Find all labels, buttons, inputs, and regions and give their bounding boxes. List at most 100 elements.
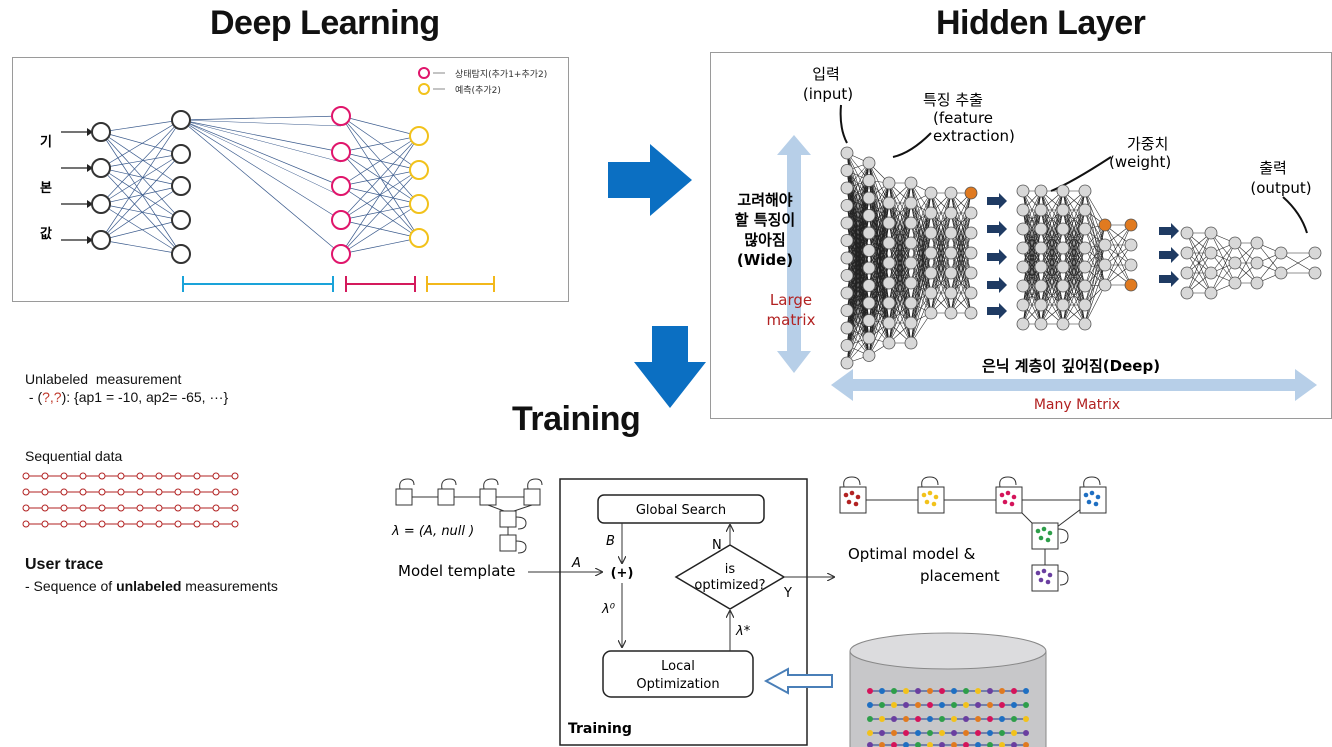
deep-learning-title: Deep Learning: [210, 4, 440, 42]
arrow-head: [87, 200, 93, 208]
sequence-point: [41, 520, 49, 528]
template-state: [437, 488, 455, 506]
local-label-1: Local: [661, 659, 695, 674]
db-point: [999, 742, 1005, 747]
Y-label: Y: [783, 586, 792, 601]
connection: [1084, 224, 1106, 306]
decision-label-2: optimized?: [694, 578, 765, 593]
db-point: [975, 730, 981, 736]
user-trace-desc: - Sequence of unlabeled measurements: [25, 578, 278, 594]
input-ko-label: 입력: [812, 65, 840, 83]
flow-arrow-icon: [987, 249, 1007, 265]
connection: [340, 135, 420, 187]
highlight-node: [1098, 218, 1112, 232]
neuron: [1056, 260, 1070, 274]
connection: [100, 131, 182, 221]
db-point: [927, 742, 933, 747]
neuron: [1034, 222, 1048, 236]
db-point: [915, 716, 921, 722]
self-loop: [1083, 476, 1101, 488]
neuron: [1098, 238, 1112, 252]
neuron: [924, 306, 938, 320]
connection: [1084, 284, 1106, 325]
connection: [340, 169, 420, 255]
db-point: [879, 702, 885, 708]
neuron: [1308, 246, 1322, 260]
sequence-point: [193, 488, 201, 496]
input-node: [91, 194, 111, 214]
weight-ko-label: 가중치: [1127, 135, 1168, 153]
db-point: [987, 702, 993, 708]
neuron: [1250, 256, 1264, 270]
hidden-layer-title: Hidden Layer: [936, 4, 1146, 42]
state-dot: [1002, 499, 1008, 505]
db-point: [915, 730, 921, 736]
flow-arrow-icon: [987, 277, 1007, 293]
connection: [888, 302, 912, 344]
state-dot: [1035, 528, 1041, 534]
input-node: [91, 122, 111, 142]
lambda-definition: λ = (A, null ): [391, 524, 474, 539]
neuron: [1124, 258, 1138, 272]
many-matrix-label: Many Matrix: [1034, 397, 1120, 413]
connection: [1210, 262, 1236, 294]
connection: [868, 182, 890, 356]
sequence-point: [22, 504, 30, 512]
neuron: [924, 246, 938, 260]
connection: [868, 302, 890, 344]
neuron: [862, 209, 876, 222]
state-dot: [1089, 490, 1095, 496]
db-point: [1011, 716, 1017, 722]
neuron: [882, 336, 896, 350]
legend: 상태탐지(추가1+추가2) 예측(추가2): [418, 67, 547, 96]
neuron: [1078, 241, 1092, 255]
db-point: [867, 742, 873, 747]
db-point: [999, 702, 1005, 708]
sequence-point: [98, 472, 106, 480]
connection: [1084, 224, 1106, 268]
connection: [180, 119, 342, 255]
neuron: [1056, 203, 1070, 217]
db-point: [999, 688, 1005, 694]
sequence-point: [98, 488, 106, 496]
neuron: [840, 146, 854, 160]
connection: [1256, 252, 1282, 284]
neuron: [1274, 266, 1288, 280]
sequence-point: [155, 504, 163, 512]
db-point: [1011, 742, 1017, 747]
state-dot: [924, 499, 930, 505]
hidden-layer-panel: 입력 (input) 특징 추출 (feature extraction) 가중…: [710, 52, 1332, 419]
neuron: [882, 256, 896, 270]
connection: [888, 182, 912, 244]
state-dot: [1035, 570, 1041, 576]
connection: [910, 192, 932, 244]
connection: [1022, 247, 1042, 325]
connection: [100, 203, 182, 221]
connection: [950, 192, 972, 234]
db-point: [1023, 702, 1029, 708]
db-point: [999, 716, 1005, 722]
sequence-point: [231, 504, 239, 512]
connection: [340, 115, 420, 171]
neuron: [1056, 317, 1070, 331]
user-trace-post: measurements: [181, 578, 278, 594]
connection: [100, 119, 182, 133]
sequence-point: [193, 472, 201, 480]
neuron: [862, 279, 876, 292]
optimized-decision: [674, 544, 786, 610]
global-search-label: Global Search: [636, 503, 726, 518]
db-point: [903, 730, 909, 736]
connection: [1062, 266, 1086, 325]
neuron: [1034, 260, 1048, 274]
neuron: [1078, 203, 1092, 217]
legend-predict-label: 예측(추가2): [455, 85, 501, 96]
db-point: [939, 702, 945, 708]
sequence-point: [79, 472, 87, 480]
state-dot: [1086, 499, 1092, 505]
neuron: [1078, 222, 1092, 236]
connection: [100, 153, 182, 205]
connection: [1186, 232, 1212, 294]
db-point: [1011, 688, 1017, 694]
connection: [930, 232, 952, 314]
sequence-point: [60, 488, 68, 496]
